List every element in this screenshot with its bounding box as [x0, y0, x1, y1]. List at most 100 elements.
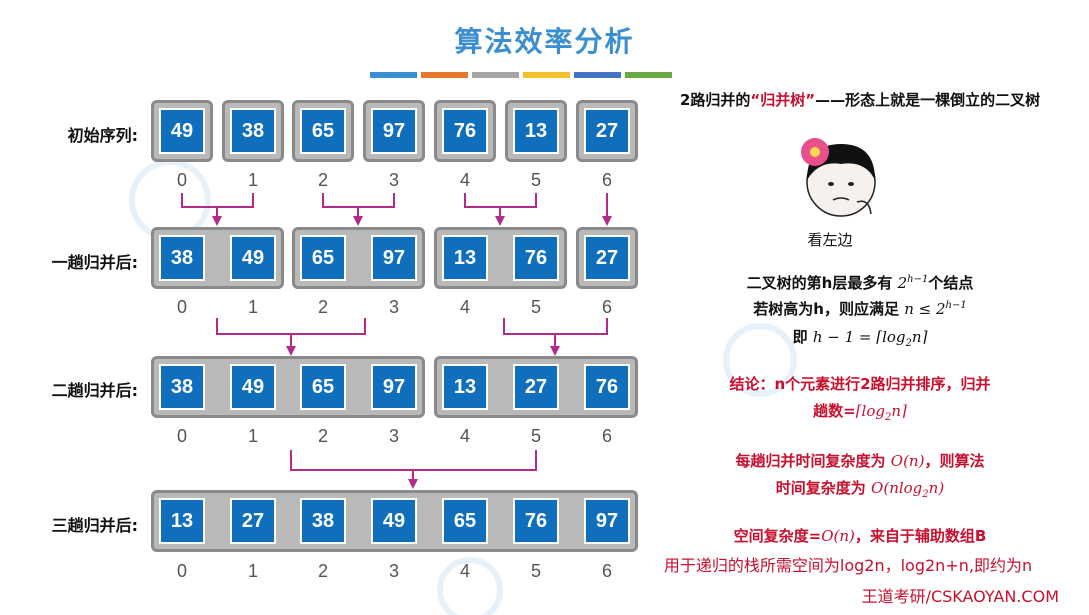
total-time-complexity: 时间复杂度为 O(nlog2n)	[660, 477, 1060, 500]
conclusion-formula: ⌈log2n⌉	[855, 402, 907, 423]
row-label-pass1: 一趟归并后:	[51, 253, 138, 272]
array-index: 5	[530, 170, 541, 190]
array-index: 4	[459, 426, 470, 446]
total-time-formula: O(nlog2n)	[871, 479, 945, 500]
array-index: 3	[388, 297, 399, 317]
space-text: 空间复杂度=	[733, 527, 822, 545]
array-index: 5	[530, 297, 541, 317]
merge-tree-prefix: 2路归并的	[679, 91, 751, 109]
array-cell: 49	[230, 364, 276, 410]
title-stripe	[523, 72, 570, 78]
title-stripe	[421, 72, 468, 78]
connector-pass1-b	[322, 193, 395, 220]
array-index: 2	[317, 426, 328, 446]
array-index: 6	[601, 170, 612, 190]
arrowhead-pass3	[408, 479, 418, 489]
tree-height-text: 若树高为h，则应满足	[753, 300, 899, 318]
arrowhead-pass1-d	[602, 216, 612, 226]
arrowhead-pass2-b	[550, 346, 560, 356]
array-index: 3	[388, 426, 399, 446]
connector-pass2-a	[216, 318, 366, 348]
row-label-pass3: 三趟归并后:	[51, 516, 138, 535]
array-cell: 38	[159, 364, 205, 410]
array-cell: 65	[300, 235, 346, 281]
array-cell: 13	[442, 364, 488, 410]
array-cell: 76	[442, 108, 488, 154]
array-index: 6	[601, 297, 612, 317]
array-cell: 38	[159, 235, 205, 281]
array-cell: 76	[513, 498, 559, 544]
derivation-prefix: 即	[792, 328, 808, 346]
space-complexity: 空间复杂度=O(n)，来自于辅助数组B	[660, 525, 1060, 546]
array-cell: 13	[442, 235, 488, 281]
array-index: 2	[317, 297, 328, 317]
arrowhead-pass1-b	[353, 216, 363, 226]
array-cell: 13	[513, 108, 559, 154]
array-index: 2	[317, 561, 328, 581]
array-cell: 65	[300, 108, 346, 154]
space-formula: O(n)	[821, 527, 855, 545]
array-cell: 49	[159, 108, 205, 154]
array-index: 5	[530, 426, 541, 446]
tree-level-formula: 2h−1	[897, 274, 929, 292]
array-cell: 65	[442, 498, 488, 544]
merge-tree-statement: 2路归并的“归并树”——形态上就是一棵倒立的二叉树	[640, 89, 1080, 110]
array-cell: 27	[584, 108, 630, 154]
arrowhead-pass2-a	[286, 346, 296, 356]
array-index: 5	[530, 561, 541, 581]
connector-pass2-b	[503, 318, 608, 348]
array-cell: 97	[371, 108, 417, 154]
derivation-formula: h − 1 = ⌈log2n⌉	[812, 328, 928, 349]
per-pass-formula: O(n)	[890, 452, 925, 470]
array-index: 4	[459, 297, 470, 317]
title-stripe	[574, 72, 621, 78]
array-cell: 38	[230, 108, 276, 154]
tree-height-derivation: 即 h − 1 = ⌈log2n⌉	[660, 326, 1060, 349]
tree-height-statement: 若树高为h，则应满足 n ≤ 2h−1	[660, 298, 1060, 319]
array-index: 4	[459, 170, 470, 190]
array-cell: 76	[513, 235, 559, 281]
connector-pass1-a	[181, 193, 254, 220]
array-cell: 38	[300, 498, 346, 544]
array-index: 6	[601, 426, 612, 446]
array-index: 4	[459, 561, 470, 581]
array-cell: 97	[584, 498, 630, 544]
array-index: 0	[176, 170, 187, 190]
connector-pass1-c	[464, 193, 537, 220]
array-index: 3	[388, 561, 399, 581]
array-cell: 97	[371, 235, 417, 281]
tree-height-formula: n ≤ 2h−1	[904, 300, 967, 318]
array-cell: 13	[159, 498, 205, 544]
array-index: 1	[247, 426, 258, 446]
tree-level-statement: 二叉树的第h层最多有 2h−1个结点	[660, 272, 1060, 293]
array-index: 1	[247, 170, 258, 190]
array-cell: 65	[300, 364, 346, 410]
array-cell: 27	[230, 498, 276, 544]
arrowhead-pass1-c	[495, 216, 505, 226]
array-index: 0	[176, 297, 187, 317]
page-title: 算法效率分析	[454, 25, 635, 58]
row-label-initial: 初始序列:	[67, 126, 138, 145]
tree-level-text: 二叉树的第h层最多有	[746, 274, 893, 292]
total-time-text: 时间复杂度为	[775, 479, 866, 497]
array-cell: 49	[230, 235, 276, 281]
arrowhead-pass1-a	[212, 216, 222, 226]
per-pass-complexity: 每趟归并时间复杂度为 O(n)，则算法	[660, 450, 1060, 471]
array-index: 0	[176, 561, 187, 581]
footer-brand: 王道考研/CSKAOYAN.COM	[861, 587, 1059, 606]
array-index: 3	[388, 170, 399, 190]
space-tail: ，来自于辅助数组B	[854, 527, 987, 545]
merge-tree-term: “归并树”	[750, 91, 816, 109]
array-index: 0	[176, 426, 187, 446]
meme-face-image	[801, 138, 876, 217]
conclusion-line-2: 趟数=⌈log2n⌉	[660, 400, 1060, 423]
array-index: 1	[247, 297, 258, 317]
array-index: 1	[247, 561, 258, 581]
connector-pass3	[290, 450, 537, 480]
title-stripe	[472, 72, 519, 78]
array-cell: 27	[584, 235, 630, 281]
merge-tree-suffix: ——形态上就是一棵倒立的二叉树	[815, 91, 1041, 109]
recursion-stack-note: 用于递归的栈所需空间为log2n，log2n+n,即约为n	[663, 556, 1033, 575]
per-pass-text: 每趟归并时间复杂度为	[735, 452, 886, 470]
